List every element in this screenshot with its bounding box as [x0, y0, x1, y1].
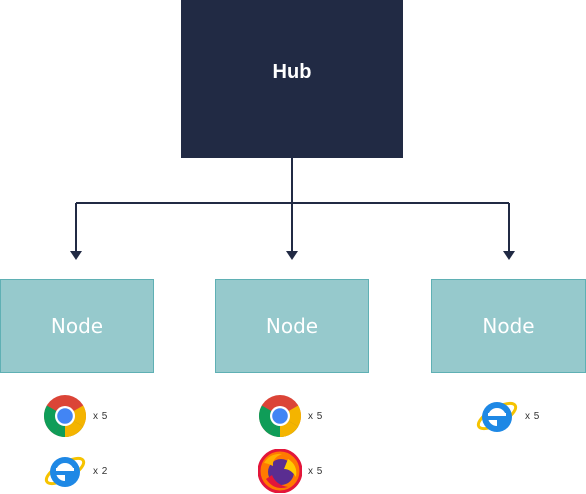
hub-box: Hub [181, 0, 403, 158]
browser-entry: x 5 [475, 394, 540, 438]
browser-count: x 5 [525, 410, 540, 422]
hub-label: Hub [272, 60, 312, 83]
browser-count: x 5 [308, 465, 323, 477]
browser-count: x 5 [308, 410, 323, 422]
node-label: Node [50, 314, 104, 338]
arrowhead-node-1 [70, 251, 82, 260]
internet-explorer-icon [476, 401, 518, 432]
browser-entry: x 5 [258, 449, 323, 493]
browser-entry: x 5 [258, 394, 323, 438]
node-box-1: Node [0, 279, 154, 373]
arrowhead-node-3 [503, 251, 515, 260]
browser-count: x 2 [93, 465, 108, 477]
firefox-icon [258, 449, 302, 493]
chrome-icon [43, 395, 87, 438]
browser-entry: x 5 [43, 394, 108, 438]
browser-entry: x 2 [43, 449, 108, 493]
node-box-2: Node [215, 279, 369, 373]
node-box-3: Node [431, 279, 586, 373]
chrome-icon [258, 395, 302, 438]
internet-explorer-icon [44, 456, 86, 487]
node-label: Node [482, 314, 535, 338]
node-label: Node [265, 314, 319, 338]
browser-count: x 5 [93, 410, 108, 422]
arrowhead-node-2 [286, 251, 298, 260]
